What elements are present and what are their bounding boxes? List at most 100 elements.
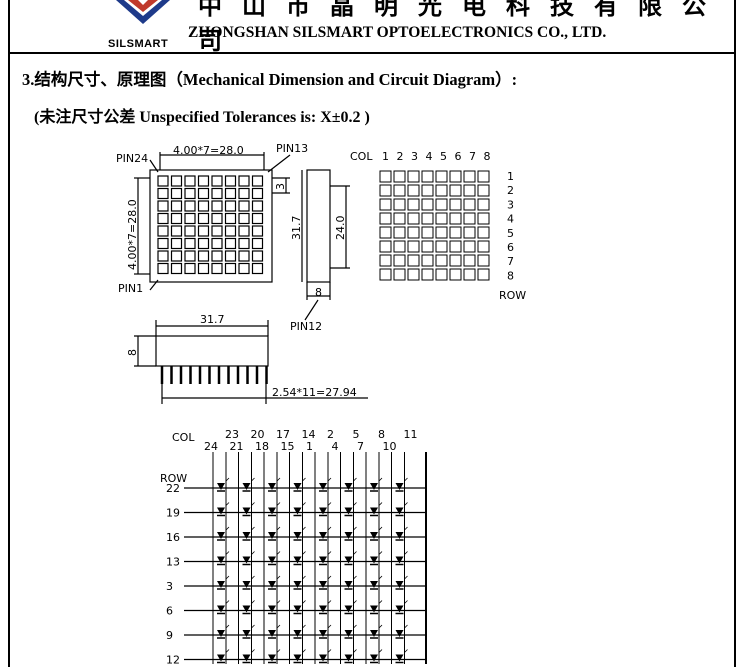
front-width-dim: 4.00*7=28.0: [173, 144, 244, 157]
matrix-cell: [477, 184, 490, 197]
front-dot: [170, 237, 183, 250]
bottom-pins: [160, 366, 268, 384]
led-emission: [251, 649, 255, 653]
led-diode: [268, 532, 276, 539]
matrix-cell: [393, 268, 406, 281]
led-diode: [293, 532, 302, 539]
led-emission: [302, 551, 306, 555]
front-dot: [238, 225, 250, 237]
matrix-cell: [435, 240, 448, 253]
matrix-row-number: 7: [507, 255, 514, 268]
matrix-cell: [407, 212, 420, 225]
led-emission: [302, 477, 306, 482]
front-dot: [238, 187, 250, 200]
front-dot: [211, 200, 223, 212]
led-emission: [251, 600, 255, 604]
circuit-col-pin-bottom: 24: [204, 440, 218, 453]
matrix-cell: [379, 268, 392, 281]
matrix-col-number: 3: [411, 150, 418, 163]
front-dot: [238, 250, 250, 262]
company-logo: [116, 0, 170, 24]
matrix-cell: [477, 226, 490, 239]
matrix-cell: [421, 212, 434, 225]
led-emission: [225, 502, 230, 506]
front-dot: [157, 262, 169, 275]
front-dot: [224, 250, 237, 262]
led-emission: [353, 624, 357, 629]
led-emission: [302, 502, 306, 506]
matrix-cell: [463, 254, 476, 267]
front-dot: [197, 200, 210, 212]
matrix-cell: [477, 170, 490, 183]
led-emission: [251, 624, 255, 629]
matrix-cell: [421, 254, 434, 267]
led-diode: [395, 630, 404, 637]
led-emission: [404, 502, 408, 506]
led-emission: [302, 575, 306, 580]
matrix-cell: [379, 226, 392, 239]
led-emission: [378, 502, 383, 506]
matrix-cell: [435, 254, 448, 267]
led-diode: [242, 556, 251, 564]
front-dot: [211, 250, 223, 262]
led-emission: [404, 551, 408, 555]
side-depth-dim: 8: [315, 286, 322, 299]
led-diode: [319, 654, 327, 662]
circuit-col-pin-top: 5: [353, 428, 360, 441]
led-diode: [217, 556, 225, 564]
matrix-cell: [435, 184, 448, 197]
led-diode: [370, 556, 378, 564]
front-dot: [197, 262, 210, 275]
led-diode: [217, 654, 225, 662]
led-emission: [404, 477, 408, 482]
led-diode: [319, 483, 327, 490]
led-diode: [319, 507, 327, 515]
led-diode: [344, 507, 353, 515]
led-diode: [395, 507, 404, 515]
pin1-label: PIN1: [118, 282, 143, 295]
led-diode: [344, 630, 353, 637]
led-diode: [242, 630, 251, 637]
led-diode: [395, 556, 404, 564]
circuit-row-pin: 3: [166, 580, 173, 593]
led-emission: [327, 649, 332, 653]
led-emission: [327, 600, 332, 604]
matrix-cell: [407, 254, 420, 267]
led-diode: [217, 532, 225, 539]
matrix-cell: [393, 226, 406, 239]
front-dot: [251, 187, 264, 200]
led-diode: [217, 630, 225, 637]
led-emission: [302, 649, 306, 653]
matrix-cell: [435, 226, 448, 239]
front-dot: [197, 187, 210, 200]
led-diode: [344, 605, 353, 613]
led-diode: [319, 532, 327, 539]
matrix-row-number: 5: [507, 227, 514, 240]
matrix-cell: [449, 170, 462, 183]
led-emission: [251, 575, 255, 580]
front-dot: [197, 225, 210, 237]
page-frame: [8, 0, 736, 667]
front-dot: [251, 200, 264, 212]
led-diode: [370, 483, 378, 490]
front-dot: [211, 212, 223, 225]
front-small-dim: 3: [274, 183, 287, 190]
front-dot: [251, 262, 264, 275]
led-emission: [378, 624, 383, 629]
matrix-cell: [379, 198, 392, 211]
matrix-cell: [449, 268, 462, 281]
front-dot: [251, 225, 264, 237]
led-emission: [353, 526, 357, 531]
matrix-cell: [449, 226, 462, 239]
matrix-cell: [449, 240, 462, 253]
matrix-cell: [407, 268, 420, 281]
matrix-cell: [449, 212, 462, 225]
front-dot: [197, 237, 210, 250]
front-dot: [157, 200, 169, 212]
matrix-cell: [421, 226, 434, 239]
matrix-cell: [463, 268, 476, 281]
led-diode: [344, 483, 353, 490]
front-dot: [157, 187, 169, 200]
matrix-cell: [449, 254, 462, 267]
